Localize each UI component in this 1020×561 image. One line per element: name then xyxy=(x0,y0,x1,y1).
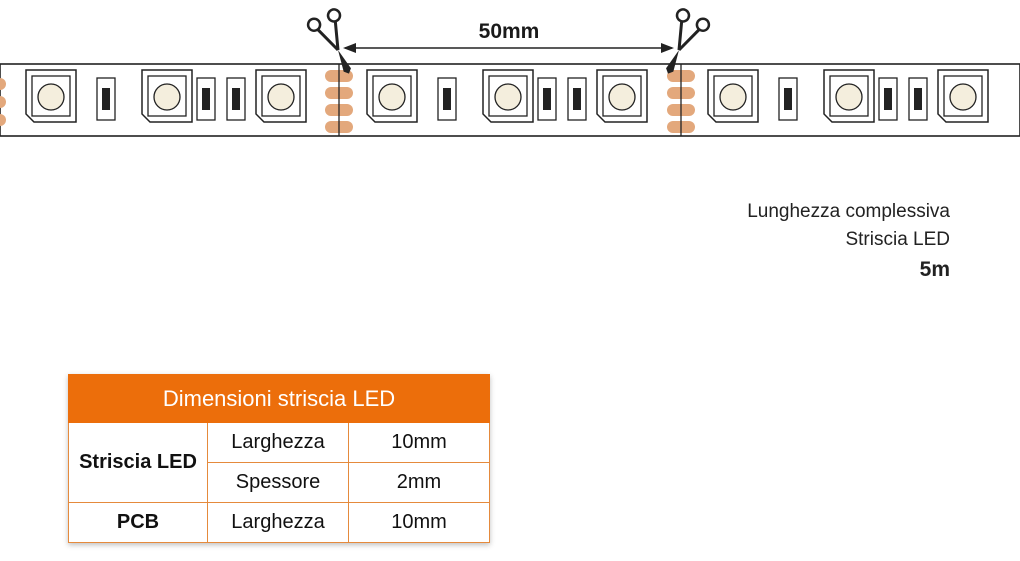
solder-pad xyxy=(0,78,6,90)
total-length-label: Lunghezza complessiva xyxy=(747,201,950,222)
segment-dimension: 50mm xyxy=(343,20,674,53)
led-chip xyxy=(482,69,534,123)
led-chip xyxy=(141,69,193,123)
segment-length-label: 50mm xyxy=(479,20,540,43)
led-chip xyxy=(25,69,77,123)
row-group-label: Striscia LED xyxy=(68,422,208,503)
resistor xyxy=(537,77,557,121)
row-group-label: PCB xyxy=(68,502,208,543)
table-title: Dimensioni striscia LED xyxy=(68,374,490,423)
resistor xyxy=(96,77,116,121)
table-row: PCB Larghezza 10mm xyxy=(68,502,490,543)
property-cell: Larghezza xyxy=(207,422,349,463)
total-length-sublabel: Striscia LED xyxy=(845,229,950,250)
led-chip xyxy=(255,69,307,123)
total-length-info: Lunghezza complessiva Striscia LED 5m xyxy=(747,198,950,286)
solder-pad xyxy=(0,114,6,126)
solder-pad xyxy=(0,96,6,108)
total-length-value: 5m xyxy=(919,258,950,281)
property-cell: Spessore xyxy=(207,462,349,503)
property-cell: Larghezza xyxy=(207,502,349,543)
table-row: Striscia LED Larghezza 10mm xyxy=(68,422,490,503)
led-strip-diagram: 50mm xyxy=(0,8,1020,137)
resistor xyxy=(778,77,798,121)
resistor xyxy=(196,77,216,121)
led-chip xyxy=(707,69,759,123)
led-chip xyxy=(366,69,418,123)
scissors-icon xyxy=(306,8,351,74)
value-cell: 10mm xyxy=(348,502,490,543)
resistor xyxy=(908,77,928,121)
scissors-icon xyxy=(666,8,711,74)
dimensions-table: Dimensioni striscia LED Striscia LED Lar… xyxy=(68,374,490,543)
led-chip xyxy=(596,69,648,123)
resistor xyxy=(437,77,457,121)
resistor xyxy=(567,77,587,121)
led-chip xyxy=(937,69,989,123)
value-cell: 10mm xyxy=(348,422,490,463)
resistor xyxy=(226,77,246,121)
value-cell: 2mm xyxy=(348,462,490,503)
led-chip xyxy=(823,69,875,123)
resistor xyxy=(878,77,898,121)
